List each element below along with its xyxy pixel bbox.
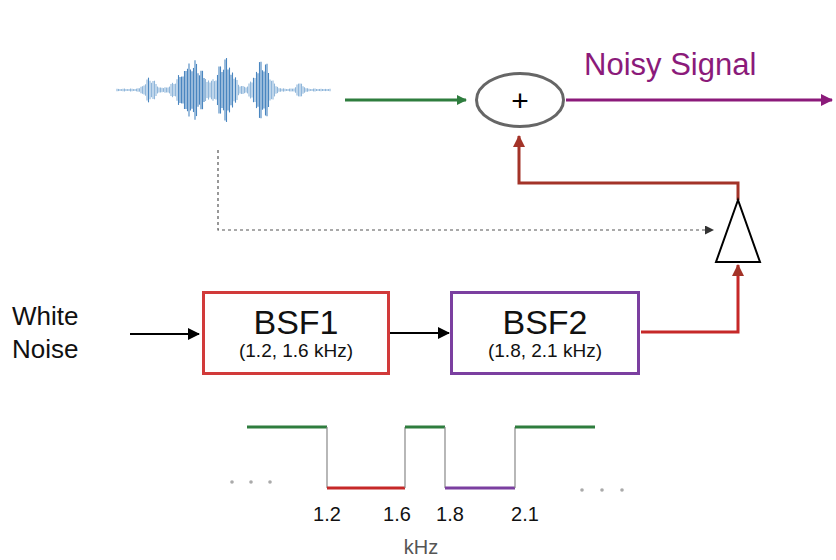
ellipsis-dots <box>230 480 624 492</box>
frequency-tick: 1.8 <box>436 503 464 525</box>
speech-waveform <box>117 58 330 122</box>
filter-name: BSF2 <box>502 304 587 341</box>
input-label: White Noise <box>12 300 112 365</box>
frequency-tick: 2.1 <box>511 503 539 525</box>
output-label: Noisy Signal <box>584 48 756 82</box>
frequency-tick: 1.2 <box>313 503 341 525</box>
sum-symbol: + <box>511 84 529 117</box>
stop-band: (1.2, 1.6 kHz) <box>239 341 353 362</box>
noise-input-arrow <box>130 333 199 335</box>
output-arrow <box>566 99 832 102</box>
band-stop-filter: BSF1(1.2, 1.6 kHz) <box>202 291 390 375</box>
frequency-unit: kHz <box>404 536 438 558</box>
summing-junction: + <box>475 72 565 128</box>
frequency-tick: 1.6 <box>383 503 411 525</box>
signal-arrow <box>390 332 449 334</box>
filter-name: BSF1 <box>253 304 338 341</box>
speech-arrow <box>345 99 466 102</box>
stop-band: (1.8, 2.1 kHz) <box>488 341 602 362</box>
gain-output-wire <box>519 136 738 200</box>
spectrum-sketch <box>247 427 595 488</box>
filter-output-wire <box>641 265 738 332</box>
amplifier-triangle <box>716 200 760 262</box>
band-stop-filter: BSF2(1.8, 2.1 kHz) <box>450 291 640 375</box>
envelope-dashed-line <box>218 150 713 230</box>
